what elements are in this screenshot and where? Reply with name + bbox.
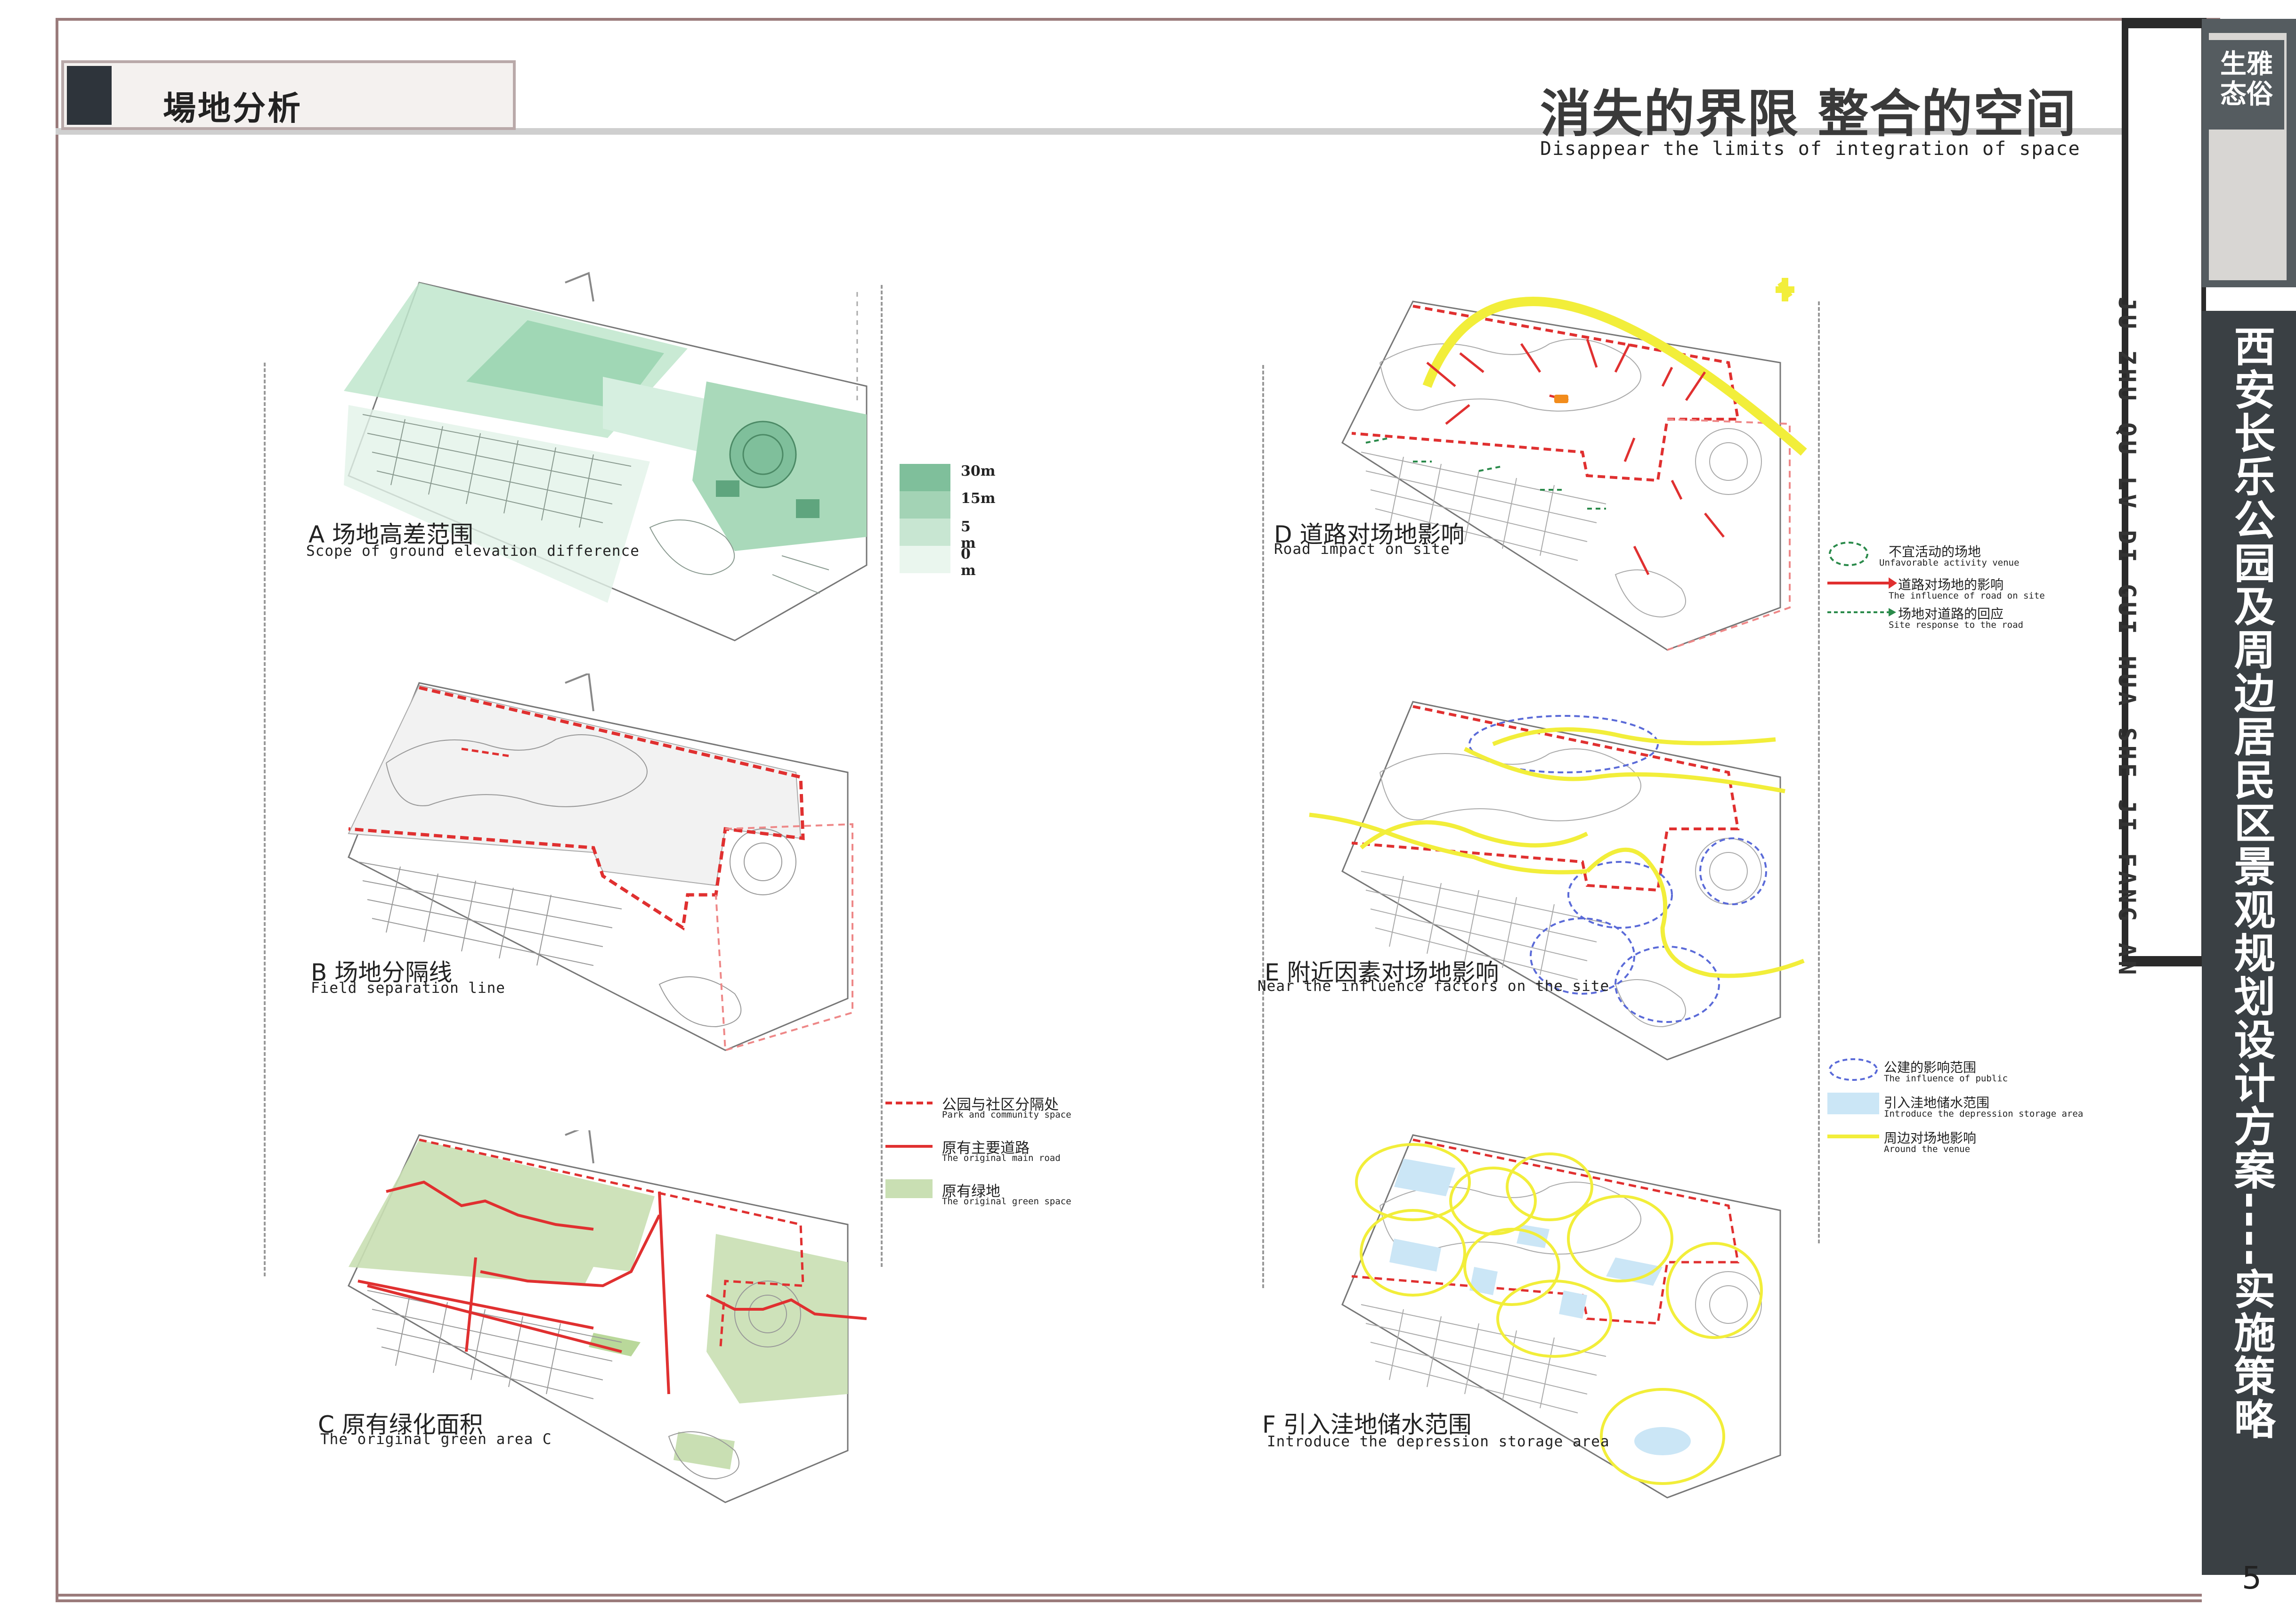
side-bracket-bottom [2122, 956, 2207, 966]
d-legend: 不宜活动的场地 Unfavorable activity venue 道路对场地… [1827, 542, 2119, 683]
red-arrow-icon [1827, 577, 1897, 589]
red-solid-line-icon [885, 1145, 933, 1148]
yellow-line-icon [1827, 1135, 1879, 1138]
elevation-label: 30m [961, 463, 996, 479]
vertical-title-panel [2202, 311, 2296, 1572]
legend-label: 引入洼地储水范围 [1884, 1095, 1990, 1111]
frame-bottom-border [56, 1594, 2217, 1597]
guide-line [1818, 301, 1820, 1243]
legend-label: 道路对场地的影响 [1898, 577, 2004, 592]
legend-label: 公建的影响范围 [1884, 1060, 1977, 1075]
pinyin-title: JU ZHU QU LV DI GUI HUA SHE JI FANG AN [2113, 297, 2141, 979]
panel-a-title: A 场地高差范围 [308, 521, 474, 548]
vertical-title: 西安长乐公园及周边居民区景观规划设计方案----实施策略 [2227, 325, 2276, 1442]
legend-label-en: Around the venue [1884, 1144, 1971, 1154]
panel-b-subtitle: Field separation line [311, 980, 505, 997]
section-tab-marker [67, 66, 112, 125]
red-dashed-line-icon [885, 1102, 933, 1104]
green-dashed-arrow-icon [1827, 608, 1896, 616]
panel-e-subtitle: Near the influence factors on the site [1258, 978, 1610, 995]
panel-c-subtitle: The original green area C [320, 1431, 552, 1448]
panel-a-subtitle: Scope of ground elevation difference [306, 543, 640, 560]
panel-e [1258, 692, 1917, 1107]
green-fill-icon [885, 1179, 933, 1198]
guide-line [264, 363, 266, 1276]
logo-text: 生雅态俗 [2220, 49, 2273, 110]
panel-c-title: C 原有绿化面积 [318, 1411, 483, 1438]
panel-d-title: D 道路对场地影响 [1274, 521, 1465, 548]
guide-line [881, 285, 883, 1267]
panel-d-map [1341, 278, 1807, 651]
c-legend: 公园与社区分隔处 Park and community space 原有主要道路… [885, 1093, 1130, 1234]
light-blue-fill-icon [1827, 1093, 1879, 1114]
legend-item-public-influence: 公建的影响范围 The influence of public [1827, 1057, 2119, 1093]
legend-label: 原有主要道路 [942, 1140, 1030, 1157]
main-subtitle: Disappear the limits of integration of s… [1540, 138, 2081, 160]
panel-f [1258, 1130, 1917, 1545]
legend-label-en: The influence of public [1884, 1073, 2008, 1084]
blue-dashed-ellipse-icon [1829, 1058, 1878, 1081]
panel-b [264, 673, 923, 1088]
legend-item-road-influence: 道路对场地的影响 The influence of road on site [1827, 575, 2119, 604]
section-tab: 場地分析 [61, 60, 516, 130]
panel-d [1258, 245, 1917, 659]
panel-e-map [1309, 701, 1805, 1061]
page-number: 5 [2242, 1560, 2262, 1596]
panel-f-title: F 引入洼地储水范围 [1262, 1411, 1472, 1438]
panel-f-map [1341, 1134, 1781, 1499]
panel-b-map [348, 673, 853, 1052]
header-rule [56, 128, 2123, 135]
legend-label-en: Park and community space [942, 1110, 1071, 1120]
legend-item-main-road: 原有主要道路 The original main road [885, 1136, 1130, 1179]
panel-c-map [348, 1130, 867, 1503]
legend-label-en: The original main road [942, 1153, 1061, 1163]
main-title: 消失的界限 整合的空间 [1540, 85, 2077, 144]
panel-a [264, 264, 923, 678]
legend-label: 周边对场地影响 [1884, 1130, 1977, 1146]
legend-item-storage: 引入洼地储水范围 Introduce the depression storag… [1827, 1093, 2119, 1128]
green-dashed-ellipse-icon [1829, 542, 1868, 566]
ef-legend: 公建的影响范围 The influence of public 引入洼地储水范围… [1827, 1057, 2119, 1180]
legend-item-park-community: 公园与社区分隔处 Park and community space [885, 1093, 1130, 1136]
legend-label: 公园与社区分隔处 [942, 1096, 1059, 1113]
elevation-label: 15m [961, 490, 996, 507]
elevation-label: 0 m [961, 546, 976, 579]
legend-item-around: 周边对场地影响 Around the venue [1827, 1128, 2119, 1163]
elevation-swatch [900, 546, 950, 573]
elevation-label: 5 m [961, 519, 976, 551]
panel-f-subtitle: Introduce the depression storage area [1267, 1433, 1610, 1450]
section-title: 場地分析 [163, 89, 302, 128]
page-number-box [2202, 1572, 2296, 1622]
legend-label: 场地对道路的回应 [1898, 606, 2004, 622]
panel-b-title: B 场地分隔线 [311, 959, 453, 986]
legend-label-en: Unfavorable activity venue [1879, 558, 2020, 568]
legend-label-en: Introduce the depression storage area [1884, 1109, 2084, 1119]
legend-label: 原有绿地 [942, 1183, 1000, 1200]
elevation-swatch [900, 519, 950, 546]
panel-e-title: E 附近因素对场地影响 [1265, 959, 1499, 986]
panel-d-subtitle: Road impact on site [1274, 541, 1450, 558]
legend-label-en: The original green space [942, 1196, 1071, 1207]
legend-label-en: Site response to the road [1889, 620, 2023, 630]
panel-c [264, 1130, 923, 1545]
logo: 生雅态俗 [2209, 40, 2284, 130]
panel-a-map [344, 272, 868, 641]
elevation-swatch [900, 491, 950, 519]
page-frame [56, 18, 2220, 1602]
legend-item-site-response: 场地对道路的回应 Site response to the road [1827, 604, 2119, 633]
legend-item-unfavorable: 不宜活动的场地 Unfavorable activity venue [1827, 542, 2119, 575]
legend-label: 不宜活动的场地 [1889, 544, 1981, 560]
legend-label-en: The influence of road on site [1889, 591, 2045, 601]
legend-item-green-space: 原有绿地 The original green space [885, 1179, 1130, 1223]
guide-line [1262, 365, 1264, 1288]
elevation-swatch [900, 464, 950, 491]
side-bracket-top [2122, 18, 2207, 28]
